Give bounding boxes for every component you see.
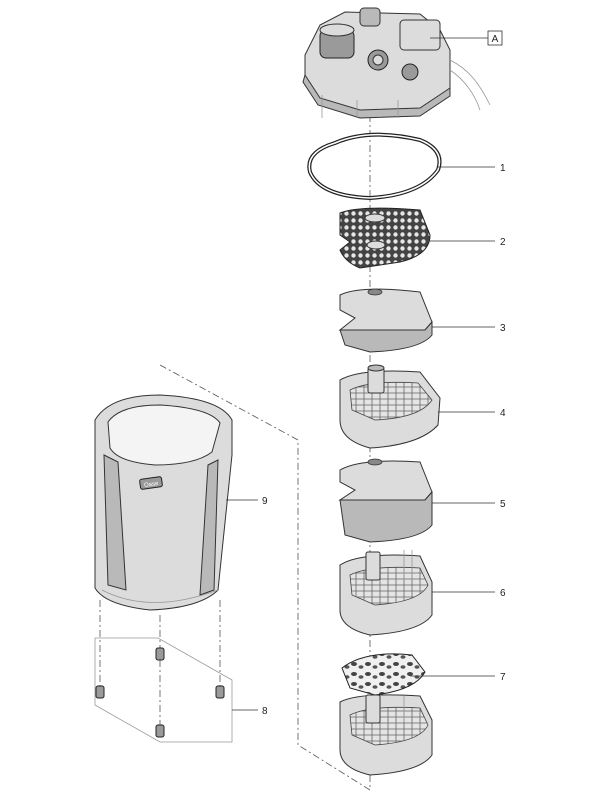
filter-housing: Oase <box>94 394 233 611</box>
filter-plate-mesh <box>339 207 431 269</box>
housing-feet-group <box>94 600 233 743</box>
foot-right <box>215 685 225 699</box>
filter-basket-upper <box>339 364 441 449</box>
foam-block-tall <box>338 458 433 543</box>
callout-3: 3 <box>500 323 506 334</box>
callout-4: 4 <box>500 408 506 419</box>
callout-7: 7 <box>500 672 506 683</box>
ceramic-media-pad <box>341 653 426 696</box>
callout-1: 1 <box>500 163 506 174</box>
foam-block-top <box>338 288 433 353</box>
gasket-ring <box>307 132 442 201</box>
callout-box-A <box>487 30 503 46</box>
foot-back <box>155 647 165 661</box>
callout-6: 6 <box>500 588 506 599</box>
housing-assembly-path <box>159 364 371 791</box>
callout-5: 5 <box>500 499 506 510</box>
foot-left <box>95 685 105 699</box>
pump-head <box>302 7 491 119</box>
filter-basket-lower <box>339 694 433 776</box>
callout-8: 8 <box>262 706 268 717</box>
foot-front <box>155 724 165 738</box>
housing-logo: Oase <box>144 481 160 489</box>
callout-A: A <box>492 34 499 45</box>
callout-2: 2 <box>500 237 506 248</box>
filter-basket-middle <box>339 550 433 636</box>
callout-9: 9 <box>262 496 268 507</box>
